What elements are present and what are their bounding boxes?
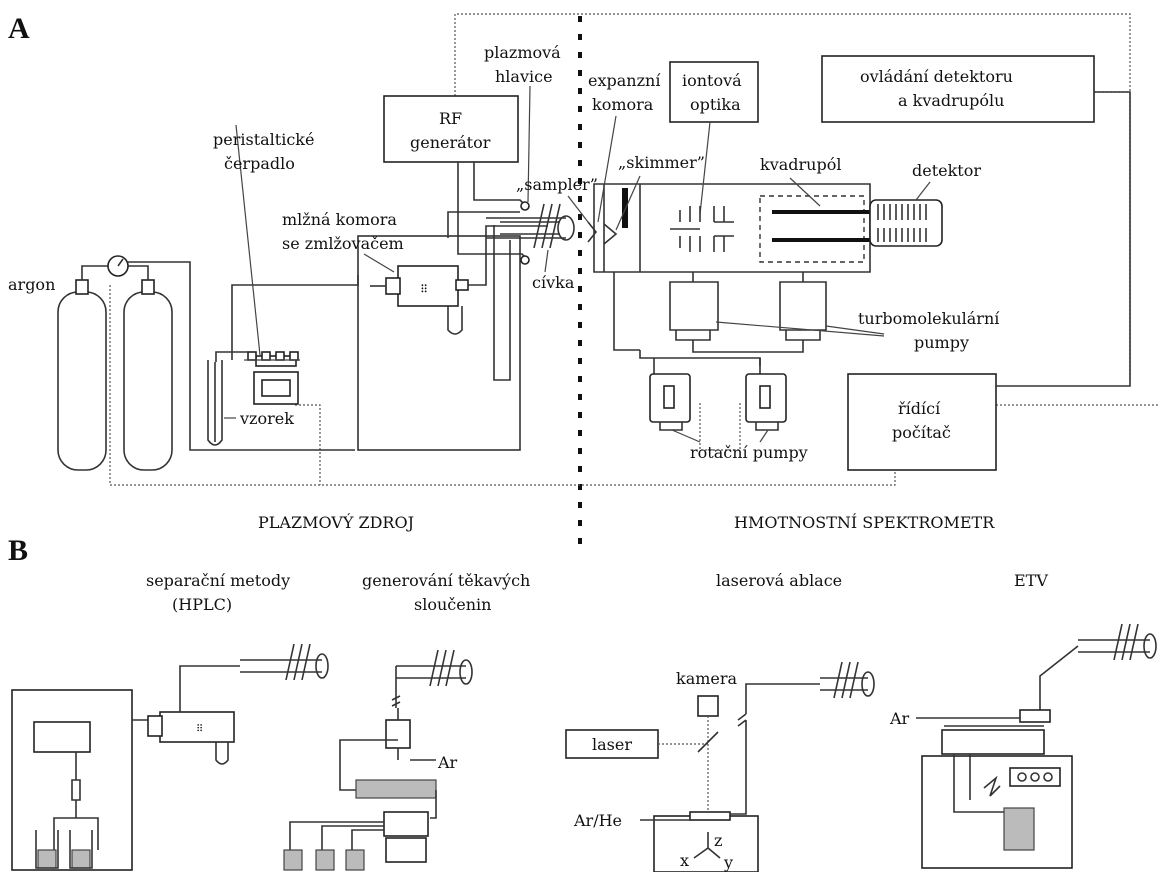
hplc-setup: ⠿ (11, 643, 329, 871)
sample-tube (207, 351, 248, 446)
spray-chamber-label-2: se zmlžovačem (282, 234, 404, 253)
detector-label: detektor (912, 161, 981, 180)
camera-label: kamera (676, 669, 738, 688)
etv-title: ETV (1014, 571, 1048, 590)
axis-z-label: z (714, 831, 722, 850)
plasma-source-caption: PLAZMOVÝ ZDROJ (258, 512, 414, 532)
plasma-enclosure (357, 235, 521, 451)
detector-control-box (821, 55, 1095, 123)
control-wire-bottom (109, 285, 896, 486)
spray-chamber-label-1: mlžná komora (282, 210, 397, 229)
volatile-title-2: sloučenin (414, 595, 491, 614)
plasma-torch (486, 201, 575, 265)
sampler-label: „sampler” (516, 175, 598, 194)
ar-label: Ar (437, 753, 458, 772)
volatile-generation-setup (283, 649, 473, 871)
ion-optics-label-1: iontová (682, 71, 742, 90)
expansion-label-1: expanzní (588, 71, 661, 90)
coil-label: cívka (532, 273, 575, 292)
sample-label: vzorek (239, 409, 294, 428)
quadrupole-box (759, 195, 865, 263)
svg-text:⠿: ⠿ (420, 283, 428, 296)
mass-spec-vacuum (587, 183, 871, 273)
ar-he-label: Ar/He (573, 811, 622, 830)
laser-ablation-setup (565, 661, 875, 872)
rotary-label: rotační pumpy (690, 443, 808, 462)
ar-etv-label: Ar (889, 709, 910, 728)
rf-generator-box (383, 95, 519, 163)
quadrupole-label: kvadrupól (760, 155, 841, 174)
control-label-1: ovládání detektoru (860, 67, 1013, 86)
axis-y-label: y (723, 853, 733, 872)
rf-generator-label-1: RF (439, 109, 462, 128)
torch-label-1: plazmová (484, 43, 561, 62)
rf-generator-label-2: generátor (410, 133, 491, 152)
volatile-title-1: generování těkavých (362, 571, 530, 590)
etv-setup (916, 623, 1157, 869)
laser-label: laser (592, 735, 632, 754)
skimmer-label: „skimmer” (618, 153, 705, 172)
laser-ablation-title: laserová ablace (716, 571, 842, 590)
panel-a-letter: A (8, 12, 30, 45)
computer-label-1: řídící (898, 399, 941, 418)
torch-label-2: hlavice (495, 67, 553, 86)
argon-label: argon (8, 275, 55, 294)
axis-x-label: x (680, 851, 689, 870)
turbo-label-1: turbomolekulární (858, 309, 1000, 328)
argon-cylinders (57, 255, 355, 471)
turbo-label-2: pumpy (914, 333, 969, 352)
peristaltic-label-1: peristaltické (213, 130, 314, 149)
computer-box (847, 373, 997, 471)
ion-lenses (670, 206, 734, 252)
ion-optics-label-2: optika (690, 95, 741, 114)
detector (869, 199, 943, 247)
spray-chamber: ⠿ (370, 225, 548, 335)
hplc-title-1: separační metody (146, 571, 290, 590)
ion-optics-box (669, 61, 759, 123)
computer-label-2: počítač (892, 423, 951, 442)
hplc-title-2: (HPLC) (172, 595, 232, 614)
control-label-2: a kvadrupólu (898, 91, 1004, 110)
separator-line (578, 16, 582, 544)
rotary-pumps (649, 358, 787, 431)
panel-b-letter: B (8, 534, 28, 567)
mass-spectrometer-caption: HMOTNOSTNÍ SPEKTROMETR (734, 512, 995, 532)
svg-text:⠿: ⠿ (196, 724, 203, 735)
expansion-label-2: komora (592, 95, 654, 114)
peristaltic-label-2: čerpadlo (224, 154, 295, 173)
turbo-pumps (613, 272, 885, 366)
